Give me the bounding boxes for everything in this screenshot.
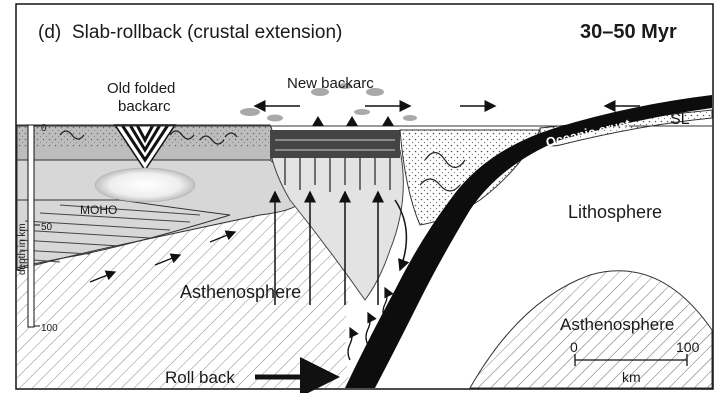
panel-letter: (d): [38, 22, 61, 43]
magma-glow: [95, 168, 195, 202]
sea-level-label: SL: [670, 111, 690, 128]
moho-label: MOHO: [80, 203, 117, 217]
depth-tick-50: 50: [41, 222, 53, 233]
panel-age: 30–50 Myr: [580, 21, 677, 43]
old-backarc-label-line1: Old folded: [107, 80, 175, 97]
km-scale-unit: km: [622, 369, 641, 385]
lithosphere-label: Lithosphere: [568, 202, 662, 222]
depth-tick-0: 0: [41, 123, 47, 134]
depth-scale-bar: [28, 125, 34, 327]
depth-tick-100: 100: [41, 323, 58, 334]
panel-title: Slab-rollback (crustal extension): [72, 22, 342, 43]
new-backarc-label: New backarc: [287, 75, 374, 92]
roll-back-label: Roll back: [165, 368, 235, 387]
asthenosphere-left-label: Asthenosphere: [180, 282, 301, 302]
asthenosphere-right-label: Asthenosphere: [560, 315, 674, 334]
km-scale-start: 0: [570, 339, 578, 355]
km-scale-end: 100: [676, 339, 700, 355]
old-backarc-label-line2: backarc: [118, 98, 171, 115]
depth-scale-title: depth in km: [17, 223, 28, 275]
new-backarc-basin: [270, 130, 400, 158]
